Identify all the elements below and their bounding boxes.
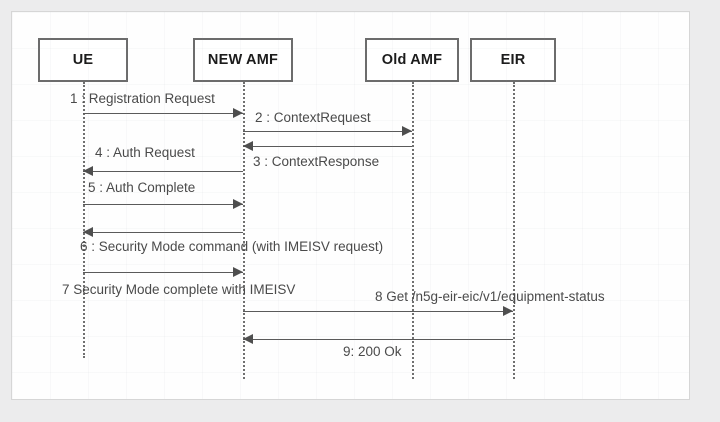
arrow-head-9 [243, 334, 253, 344]
arrow-head-3 [243, 141, 253, 151]
message-line-2 [243, 131, 412, 132]
arrow-head-8 [503, 306, 513, 316]
actor-label: UE [72, 52, 94, 68]
message-label-3: 3 : ContextResponse [253, 154, 380, 169]
message-line-8 [243, 311, 513, 312]
arrow-head-1 [233, 108, 243, 118]
actor-box-new_amf: NEW AMF [193, 38, 293, 82]
arrow-head-4 [83, 166, 93, 176]
message-label-6: 6 : Security Mode command (with IMEISV r… [80, 239, 384, 254]
message-label-5: 5 : Auth Complete [88, 180, 196, 195]
lifeline-old_amf [412, 82, 414, 379]
diagram-page: UE NEW AMF Old AMF EIR 1 : Registration Req… [11, 11, 690, 400]
message-label-7: 7 Security Mode complete with IMEISV [62, 282, 296, 297]
actor-label: Old AMF [381, 52, 443, 68]
message-line-6 [83, 232, 243, 233]
actor-label: EIR [500, 52, 526, 68]
message-line-5 [83, 204, 243, 205]
arrow-head-7 [233, 267, 243, 277]
message-line-9 [243, 339, 513, 340]
message-label-8: 8 Get /n5g-eir-eic/v1/equipment-status [375, 289, 605, 304]
arrow-head-6 [83, 227, 93, 237]
message-label-2: 2 : ContextRequest [255, 110, 371, 125]
lifeline-new_amf [243, 82, 245, 379]
lifeline-ue [83, 82, 85, 358]
arrow-head-2 [402, 126, 412, 136]
actor-label: NEW AMF [207, 52, 279, 68]
message-line-3 [243, 146, 412, 147]
message-label-4: 4 : Auth Request [95, 145, 195, 160]
message-label-1: 1 : Registration Request [70, 91, 215, 106]
lifeline-eir [513, 82, 515, 379]
actor-box-eir: EIR [470, 38, 556, 82]
actor-box-ue: UE [38, 38, 128, 82]
message-line-1 [83, 113, 243, 114]
message-line-4 [83, 171, 243, 172]
message-label-9: 9: 200 Ok [343, 344, 402, 359]
arrow-head-5 [233, 199, 243, 209]
actor-box-old_amf: Old AMF [365, 38, 459, 82]
message-line-7 [83, 272, 243, 273]
